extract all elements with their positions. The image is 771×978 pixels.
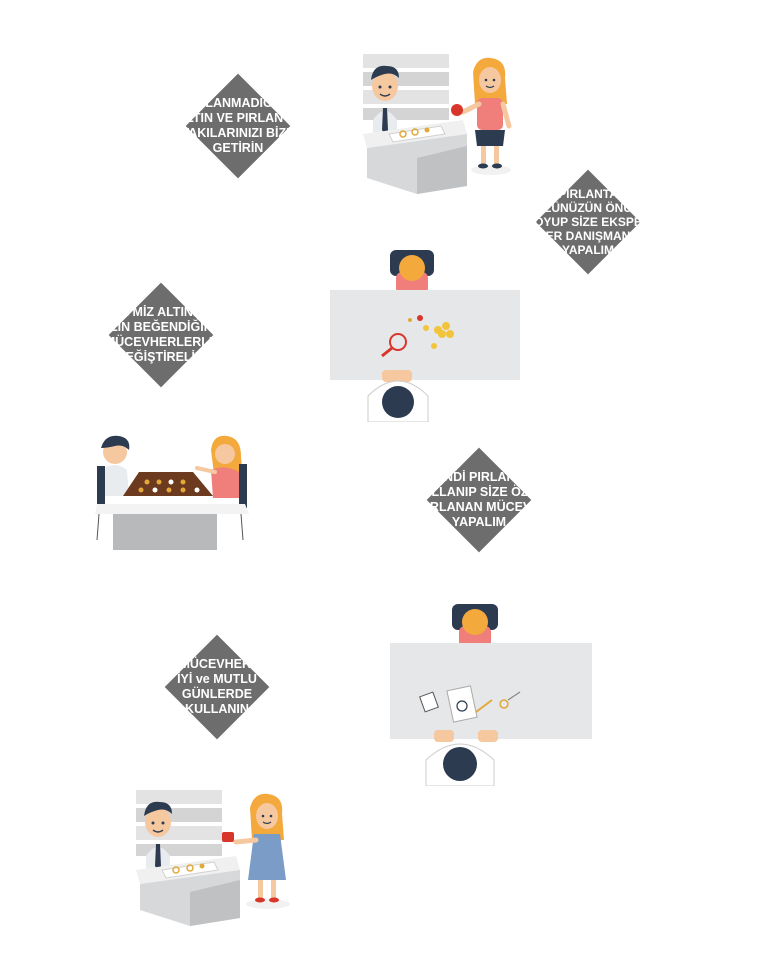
step-4-line-2: KULLANIP SİZE ÖZEL xyxy=(417,485,541,499)
step-1-line-1: KULLANMADIĞINIZ xyxy=(179,96,297,110)
gift-counter-scene xyxy=(130,786,300,931)
step-4-line-4: YAPALIM xyxy=(451,515,507,529)
step-3-diamond: ESKİ MİZ ALTINLARI SİZİN BEĞENDİĞİNİZ MÜ… xyxy=(99,282,223,388)
jewelry-tray-scene xyxy=(93,430,253,556)
step-3-line-2: SİZİN BEĞENDİĞİNİZ xyxy=(99,320,223,334)
step-5-line-1: MÜCEVHERİ xyxy=(179,657,255,671)
step-1-line-4: GETİRİN xyxy=(212,141,264,155)
step-2-label: PIRLANTA YÜZÜNÜZÜN ÖNÜNE KOYUP SİZE EKSP… xyxy=(526,170,650,274)
step-5-line-2: İYİ ve MUTLU xyxy=(177,672,257,686)
step-5-diamond: MÜCEVHERİ İYİ ve MUTLU GÜNLERDE KULLANIN xyxy=(164,634,270,740)
step-2-line-5: YAPALIM xyxy=(561,243,614,257)
step-5-label: MÜCEVHERİ İYİ ve MUTLU GÜNLERDE KULLANIN xyxy=(155,635,279,739)
step-2-line-1: PIRLANTA xyxy=(558,187,618,201)
step-3-line-1: ESKİ MİZ ALTINLARI xyxy=(99,305,223,319)
step-5-line-3: GÜNLERDE xyxy=(181,687,253,701)
step-1-label: KULLANMADIĞINIZ ALTIN VE PIRLANTA TAKILA… xyxy=(176,74,300,178)
step-2-line-4: FİHER DANIŞMANLIK xyxy=(526,229,650,243)
step-3-label: ESKİ MİZ ALTINLARI SİZİN BEĞENDİĞİNİZ MÜ… xyxy=(99,283,223,387)
design-table-scene xyxy=(388,600,594,786)
step-4-label: KENDİ PIRLANTA KULLANIP SİZE ÖZEL TASARL… xyxy=(417,448,541,552)
step-2-line-2: YÜZÜNÜZÜN ÖNÜNE xyxy=(527,201,649,215)
step-4-diamond: KENDİ PIRLANTA KULLANIP SİZE ÖZEL TASARL… xyxy=(417,447,541,553)
step-4-line-1: KENDİ PIRLANTA xyxy=(426,470,532,484)
step-2-diamond: PIRLANTA YÜZÜNÜZÜN ÖNÜNE KOYUP SİZE EKSP… xyxy=(526,169,650,275)
jewelry-counter-scene xyxy=(355,50,525,200)
step-1-diamond: KULLANMADIĞINIZ ALTIN VE PIRLANTA TAKILA… xyxy=(177,73,299,179)
step-2-line-3: KOYUP SİZE EKSPER xyxy=(526,215,650,229)
consultation-table-scene xyxy=(328,246,523,422)
step-1-line-2: ALTIN VE PIRLANTA xyxy=(177,111,299,125)
step-3-line-3: MÜCEVHERLERLE xyxy=(104,335,218,349)
step-4-line-3: TASARLANAN MÜCEVHERİ xyxy=(417,500,541,514)
step-5-line-4: KULLANIN xyxy=(185,702,249,716)
step-1-line-3: TAKILARINIZI BİZE xyxy=(181,126,295,140)
step-3-line-4: DEĞİŞTİRELİM xyxy=(116,350,206,364)
